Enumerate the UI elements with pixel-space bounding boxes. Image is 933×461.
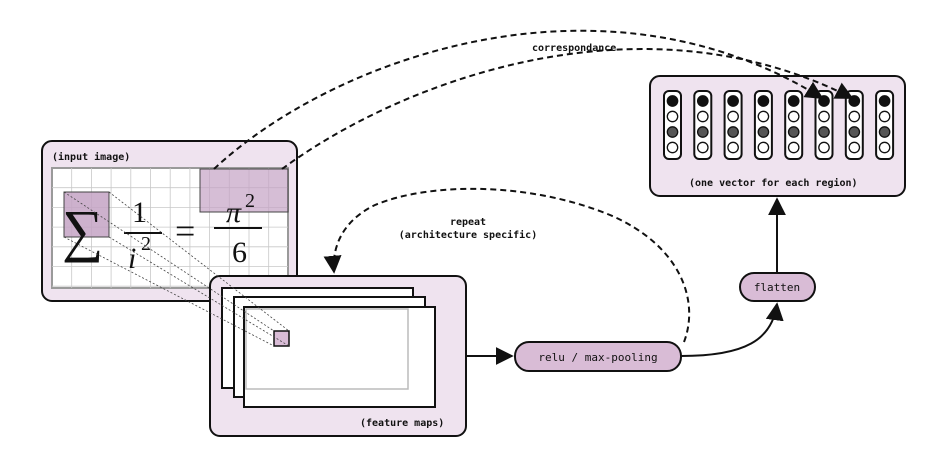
arrow-relu-to-flatten (680, 302, 784, 357)
vector-panel-box (649, 75, 906, 197)
receptive-field-highlight (63, 191, 110, 238)
input-image-canvas: ∑ 1 i 2 = π 2 6 (51, 167, 289, 289)
flatten-node: flatten (739, 272, 816, 302)
projection-line-4 (108, 236, 290, 347)
feature-map-inner (245, 308, 409, 390)
relu-node: relu / max-pooling (514, 341, 682, 372)
repeat-label-line1: repeat (450, 217, 486, 228)
receptive-field-lines (63, 191, 290, 347)
relu-node-label: relu / max-pooling (538, 351, 657, 364)
vector-column-box (663, 90, 682, 160)
vector-dot-white (787, 141, 800, 154)
correspondance-arrow-1 (213, 29, 824, 170)
vector-dot-dark (696, 95, 709, 107)
vector-column-box (723, 90, 743, 160)
vector-column (723, 90, 743, 160)
feature-maps-label: (feature maps) (360, 418, 444, 429)
vector-dot-white (696, 141, 709, 154)
vector-dot-gray (878, 126, 891, 138)
vector-dot-white (818, 141, 830, 154)
vector-dot-gray (666, 126, 679, 138)
vector-dot-gray (818, 126, 830, 138)
vector-dot-white (878, 110, 891, 123)
formula-numerator-right-exp: 2 (245, 190, 255, 212)
formula-denominator-right: 6 (232, 236, 247, 269)
vector-dot-white (727, 110, 739, 123)
input-image-panel: (input image) ∑ 1 i 2 = π 2 6 (41, 140, 298, 302)
vector-column-box (814, 90, 834, 160)
vector-dot-gray (848, 126, 861, 138)
correspondance-label: correspondance (532, 43, 616, 54)
vector-column-box (784, 90, 804, 160)
vector-column-box (753, 90, 773, 160)
formula-sum-symbol: ∑ (62, 198, 103, 263)
projection-line-3 (63, 236, 275, 347)
formula-numerator-left: 1 (132, 196, 147, 229)
projection-line-1 (63, 191, 275, 332)
vector-dot-white (727, 141, 739, 154)
vector-columns (663, 90, 895, 160)
vector-dot-dark (878, 95, 891, 107)
vector-column (814, 90, 834, 160)
vector-dot-white (818, 110, 830, 123)
one-vector-label: (one vector for each region) (689, 177, 858, 189)
repeat-label-line2: (architecture specific) (399, 229, 537, 241)
formula-denominator-exp: 2 (141, 233, 151, 255)
vector-dot-dark (757, 95, 770, 107)
formula-denominator-base: i (128, 242, 136, 275)
vector-dot-dark (727, 95, 739, 107)
feature-map-cell (273, 330, 290, 347)
repeat-loop-arrow (323, 187, 691, 343)
vector-panel: (one vector for each region) (649, 75, 906, 197)
flatten-node-label: flatten (754, 281, 800, 294)
flow-arrows (466, 197, 786, 365)
vector-column-box (875, 90, 895, 160)
vector-dot-white (848, 110, 861, 123)
vector-column (663, 90, 682, 160)
projection-line-2 (108, 191, 290, 332)
correspondance-arrow-2 (281, 48, 854, 170)
vector-dot-white (696, 110, 709, 123)
vector-dot-white (666, 141, 679, 154)
input-image-label: (input image) (52, 151, 130, 163)
vector-column (844, 90, 864, 160)
vector-dot-gray (757, 126, 770, 138)
vector-column (693, 90, 713, 160)
vector-dot-white (848, 141, 861, 154)
vector-dot-white (757, 141, 770, 154)
vector-dot-dark (787, 95, 800, 107)
vector-column (875, 90, 895, 160)
vector-column (784, 90, 804, 160)
region-highlight (199, 168, 289, 213)
vector-dot-white (878, 141, 891, 154)
formula-equals: = (175, 211, 195, 251)
vector-column-box (844, 90, 864, 160)
vector-dot-gray (727, 126, 739, 138)
vector-dot-gray (787, 126, 800, 138)
vector-dot-dark (666, 95, 679, 107)
vector-column-box (693, 90, 713, 160)
vector-column (753, 90, 773, 160)
feature-maps-panel: (feature maps) (209, 275, 467, 437)
vector-dot-white (787, 110, 800, 123)
vector-dot-white (666, 110, 679, 123)
vector-dot-gray (696, 126, 709, 138)
vector-dot-white (757, 110, 770, 123)
feature-map-front (243, 306, 436, 408)
formula-numerator-right-base: π (226, 196, 242, 229)
